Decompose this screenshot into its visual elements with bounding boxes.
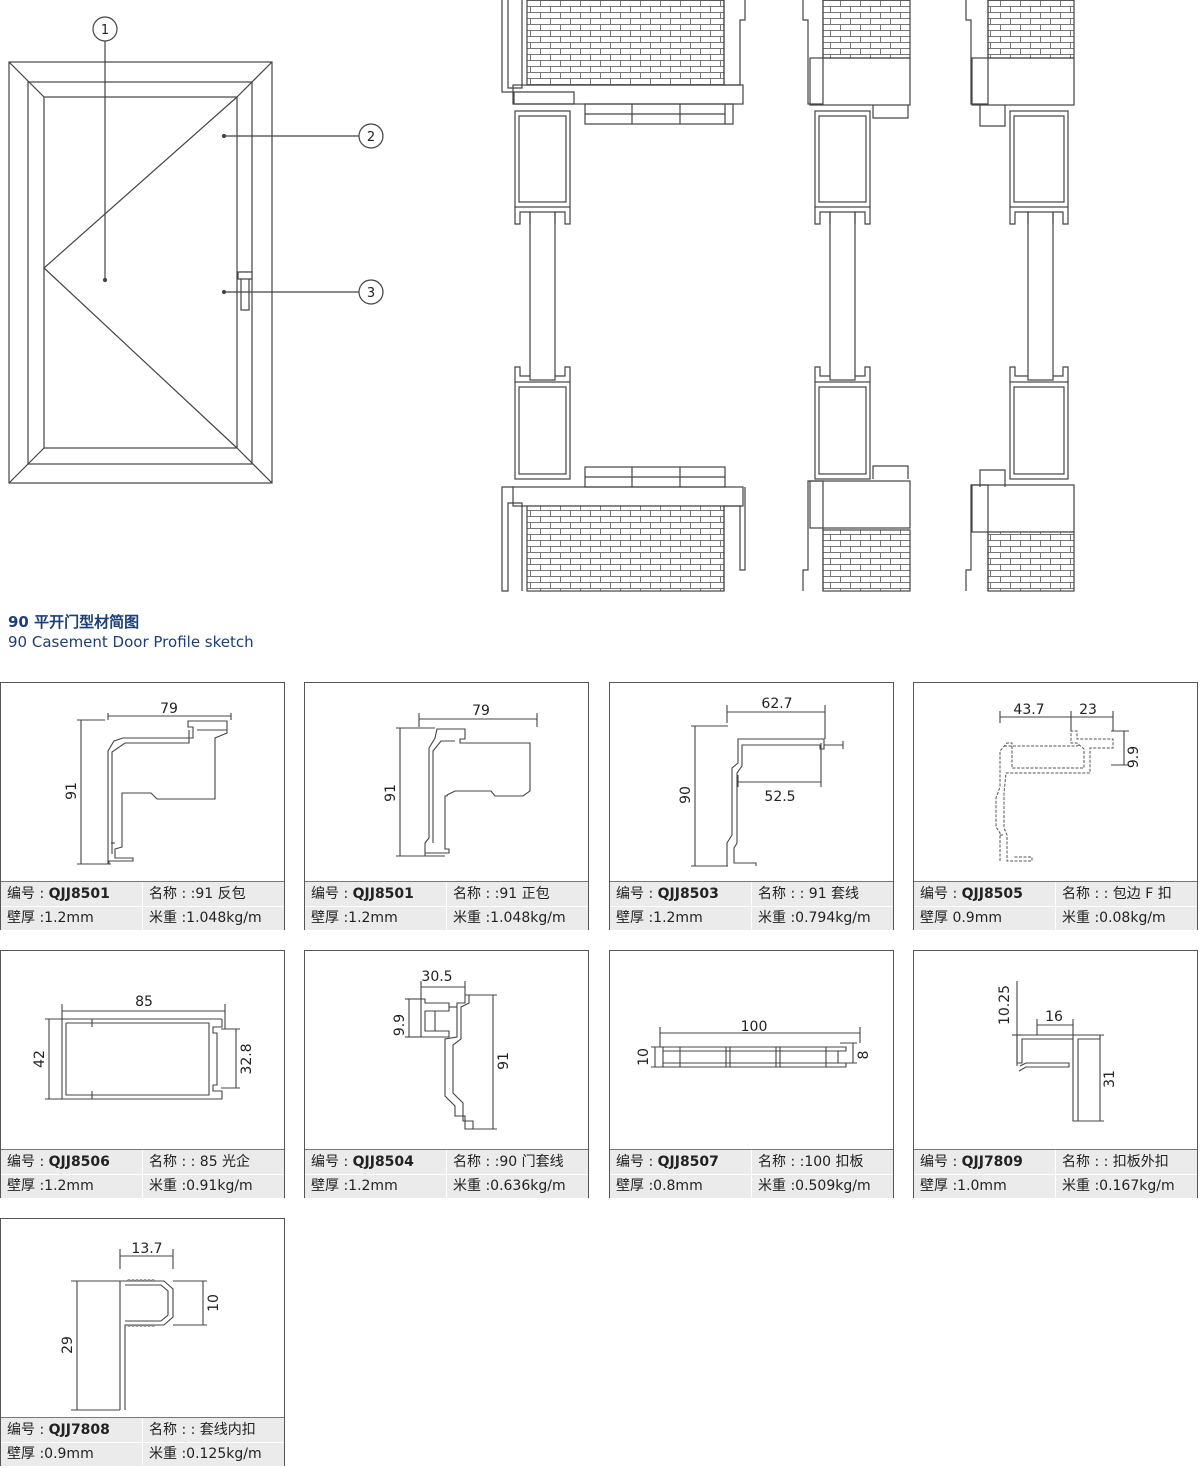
dim-width: 79 bbox=[160, 701, 178, 717]
dim-left: 9.9 bbox=[392, 1014, 408, 1036]
wall-thickness: :0.8mm bbox=[648, 1178, 703, 1194]
section-3 bbox=[965, 0, 1075, 592]
dim-right: 23 bbox=[1079, 702, 1097, 718]
callout-3: 3 bbox=[367, 286, 375, 301]
dim-left: 43.7 bbox=[1013, 702, 1044, 718]
dim-right: 10 bbox=[206, 1294, 222, 1312]
wall-thickness: :1.2mm bbox=[39, 1178, 94, 1194]
profile-name: : 包边 F 扣 bbox=[1103, 886, 1172, 902]
wall-thickness: :1.2mm bbox=[648, 910, 703, 926]
profile-drawing: 79 91 bbox=[64, 701, 232, 865]
profile-name: :90 门套线 bbox=[494, 1154, 564, 1170]
section-1 bbox=[501, 0, 746, 592]
profile-code: QJJ8507 bbox=[657, 1154, 719, 1170]
callout-1: 1 bbox=[101, 23, 109, 38]
profile-name: : 91 套线 bbox=[799, 886, 860, 902]
meter-weight: :0.167kg/m bbox=[1094, 1178, 1175, 1194]
profile-name: :91 正包 bbox=[494, 886, 550, 902]
profile-code: QJJ7809 bbox=[961, 1154, 1023, 1170]
meter-weight: :0.794kg/m bbox=[790, 910, 871, 926]
dim-top: 10.25 bbox=[997, 985, 1013, 1025]
dim-width: 16 bbox=[1045, 1009, 1063, 1025]
dim-height: 91 bbox=[383, 784, 399, 802]
meter-weight: :0.509kg/m bbox=[790, 1178, 871, 1194]
profile-drawing: 30.5 9.9 91 bbox=[392, 969, 512, 1130]
dim-width: 13.7 bbox=[131, 1241, 162, 1257]
callout-2: 2 bbox=[367, 130, 375, 145]
profile-code: QJJ7808 bbox=[48, 1422, 110, 1438]
meter-weight: :0.125kg/m bbox=[181, 1446, 262, 1462]
dim-height: 91 bbox=[64, 782, 80, 800]
dim-inner: 32.8 bbox=[239, 1043, 255, 1074]
dim-top: 62.7 bbox=[761, 696, 792, 712]
profile-drawing: 13.7 10 29 bbox=[60, 1241, 222, 1411]
meter-weight: :0.91kg/m bbox=[181, 1178, 253, 1194]
dim-height: 9.9 bbox=[1126, 746, 1142, 768]
meter-weight: :0.08kg/m bbox=[1094, 910, 1166, 926]
profile-name: : 扣板外扣 bbox=[1103, 1154, 1169, 1170]
profile-name: : 套线内扣 bbox=[190, 1422, 256, 1438]
dim-height: 42 bbox=[32, 1050, 48, 1068]
title-chinese: 90 平开门型材简图 bbox=[8, 613, 140, 631]
profile-name: :91 反包 bbox=[190, 886, 246, 902]
profile-code: QJJ8504 bbox=[352, 1154, 414, 1170]
wall-thickness: 0.9mm bbox=[952, 910, 1002, 926]
meter-weight: :0.636kg/m bbox=[485, 1178, 566, 1194]
wall-thickness: :0.9mm bbox=[39, 1446, 94, 1462]
dim-height: 91 bbox=[496, 1052, 512, 1070]
profile-name: :100 扣板 bbox=[799, 1154, 864, 1170]
dim-height: 10 bbox=[636, 1048, 652, 1066]
profile-drawing: 85 42 32.8 bbox=[32, 994, 255, 1100]
dim-width: 85 bbox=[135, 994, 153, 1010]
wall-thickness: :1.2mm bbox=[39, 910, 94, 926]
dim-right: 8 bbox=[856, 1051, 872, 1060]
profile-name: : 85 光企 bbox=[190, 1154, 251, 1170]
wall-thickness: :1.0mm bbox=[952, 1178, 1007, 1194]
profile-code: QJJ8501 bbox=[48, 886, 110, 902]
dim-height: 29 bbox=[60, 1336, 76, 1354]
title-english: 90 Casement Door Profile sketch bbox=[8, 633, 254, 651]
door-and-section-drawings: 1 2 3 bbox=[8, 0, 1075, 592]
profile-drawing: 62.7 90 52.5 bbox=[678, 696, 844, 867]
profile-code: QJJ8503 bbox=[657, 886, 719, 902]
dim-inner: 52.5 bbox=[764, 789, 795, 805]
dim-width: 30.5 bbox=[421, 969, 452, 985]
profile-drawing: 79 91 bbox=[383, 703, 538, 857]
profile-code: QJJ8506 bbox=[48, 1154, 110, 1170]
dim-height: 90 bbox=[678, 786, 694, 804]
wall-thickness: :1.2mm bbox=[343, 910, 398, 926]
profile-code: QJJ8501 bbox=[352, 886, 414, 902]
door-elevation bbox=[8, 16, 384, 484]
profile-code: QJJ8505 bbox=[961, 886, 1023, 902]
meter-weight: :1.048kg/m bbox=[181, 910, 262, 926]
profile-drawing: 43.7 23 9.9 bbox=[995, 702, 1142, 862]
section-2 bbox=[802, 0, 911, 592]
dim-width: 100 bbox=[741, 1019, 768, 1035]
wall-thickness: :1.2mm bbox=[343, 1178, 398, 1194]
dim-height: 31 bbox=[1102, 1070, 1118, 1088]
profile-drawing: 10.25 16 31 bbox=[997, 981, 1118, 1122]
profile-drawing: 100 10 8 bbox=[636, 1019, 872, 1068]
dim-width: 79 bbox=[472, 703, 490, 719]
meter-weight: :1.048kg/m bbox=[485, 910, 566, 926]
